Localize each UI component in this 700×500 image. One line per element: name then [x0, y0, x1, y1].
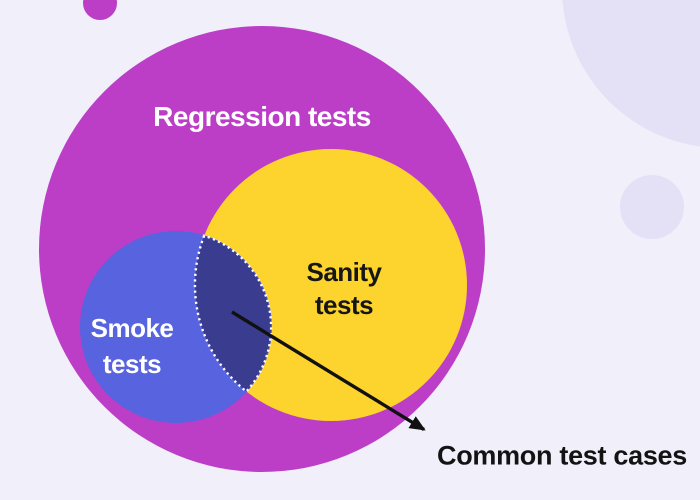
- common-test-cases-label: Common test cases: [437, 440, 687, 471]
- common-test-cases-arrow: [231, 310, 426, 431]
- sanity-tests-label: Sanity tests: [306, 256, 382, 320]
- decoration-circle-large: [562, 0, 700, 147]
- regression-tests-label: Regression tests: [153, 101, 371, 132]
- smoke-tests-label: Smoke tests: [90, 313, 174, 379]
- decoration-circle-small: [620, 175, 684, 239]
- decoration-dot-top-left: [83, 0, 117, 20]
